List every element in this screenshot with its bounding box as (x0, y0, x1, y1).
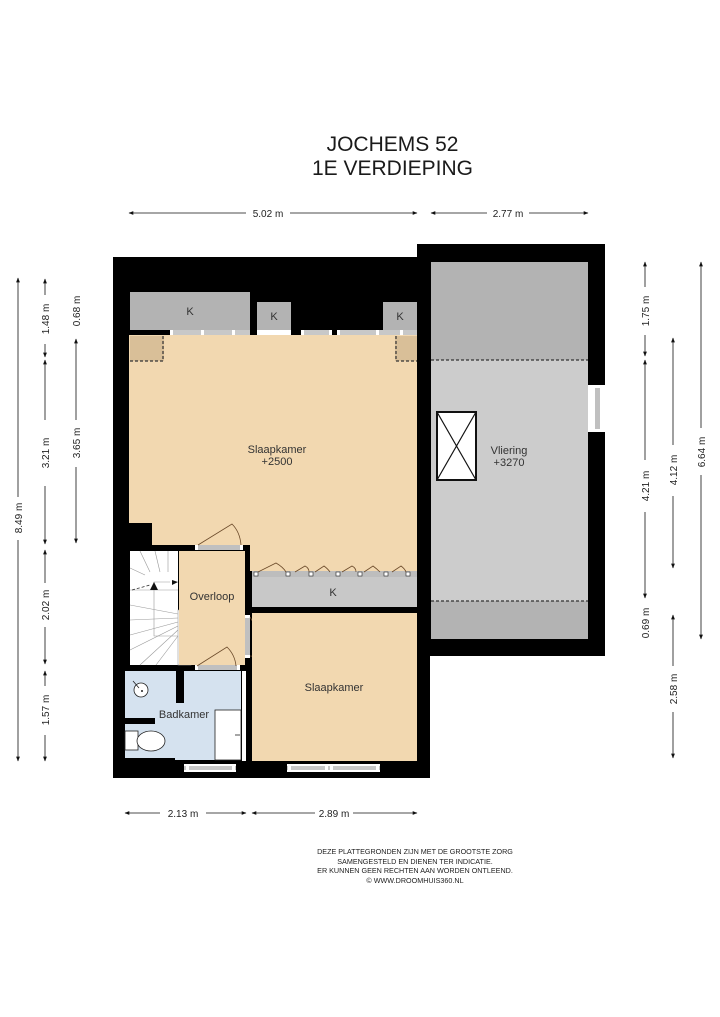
room-height: +3270 (494, 457, 525, 469)
dim-right-seg1: 1.75 m (641, 296, 652, 327)
dim-right-seg3: 0.69 m (641, 608, 652, 639)
disclaimer: DEZE PLATTEGRONDEN ZIJN MET DE GROOTSTE … (260, 847, 570, 885)
dim-left-seg3: 2.02 m (41, 590, 52, 621)
attic-hatch-icon (436, 411, 477, 481)
room-name: Badkamer (159, 709, 209, 721)
dim-top-left: 5.02 m (253, 209, 284, 220)
room-name: Slaapkamer (248, 444, 307, 456)
dim-left-inner2: 3.65 m (72, 428, 83, 459)
dim-right-inner1: 4.12 m (669, 455, 680, 486)
toilet-icon (124, 730, 166, 752)
dim-left-seg1: 1.48 m (41, 304, 52, 335)
closet-label: K (396, 311, 404, 323)
room-name: Slaapkamer (305, 682, 364, 694)
dim-left-inner1: 0.68 m (72, 296, 83, 327)
dimension-labels: 5.02 m 2.77 m 2.13 m 2.89 m 8.49 m 1.48 … (14, 209, 708, 820)
room-height: +2500 (262, 456, 293, 468)
room-badkamer: Badkamer (113, 671, 246, 778)
stair-up-arrow-icon (150, 582, 158, 590)
closet-label: K (186, 306, 194, 318)
disclaimer-line: DEZE PLATTEGRONDEN ZIJN MET DE GROOTSTE … (317, 847, 513, 856)
room-slaapkamer-main: Slaapkamer +2500 (129, 335, 417, 571)
dim-left-seg4: 1.57 m (41, 695, 52, 726)
floor-subtitle: 1E VERDIEPING (311, 157, 474, 180)
room-vliering: Vliering +3270 (431, 262, 605, 639)
room-name: Overloop (190, 591, 235, 603)
room-slaapkamer-small: Slaapkamer (252, 613, 417, 772)
sink-icon (132, 680, 149, 698)
disclaimer-line: SAMENGESTELD EN DIENEN TER INDICATIE. (337, 856, 493, 866)
dim-left-total: 8.49 m (14, 503, 25, 534)
dim-bottom-left: 2.13 m (168, 809, 199, 820)
dimension-lines (16, 211, 703, 815)
closet-label: K (329, 587, 337, 599)
plan-title: JOCHEMS 52 (326, 133, 459, 156)
disclaimer-line: ER KUNNEN GEEN RECHTEN AAN WORDEN ONTLEE… (317, 866, 513, 875)
room-overloop: Overloop (179, 523, 271, 670)
dim-left-seg2: 3.21 m (41, 438, 52, 469)
disclaimer-line: © WWW.DROOMHUIS360.NL (366, 875, 464, 885)
dim-right-seg2: 4.21 m (641, 471, 652, 502)
closet-middle: K (252, 562, 417, 607)
dim-bottom-right: 2.89 m (319, 809, 350, 820)
closets-top: K K K (130, 292, 417, 335)
dim-right-inner2: 2.58 m (669, 674, 680, 705)
closet-label: K (270, 311, 278, 323)
room-name: Vliering (491, 445, 528, 457)
dim-top-right: 2.77 m (493, 209, 524, 220)
dim-right-total: 6.64 m (697, 437, 708, 468)
